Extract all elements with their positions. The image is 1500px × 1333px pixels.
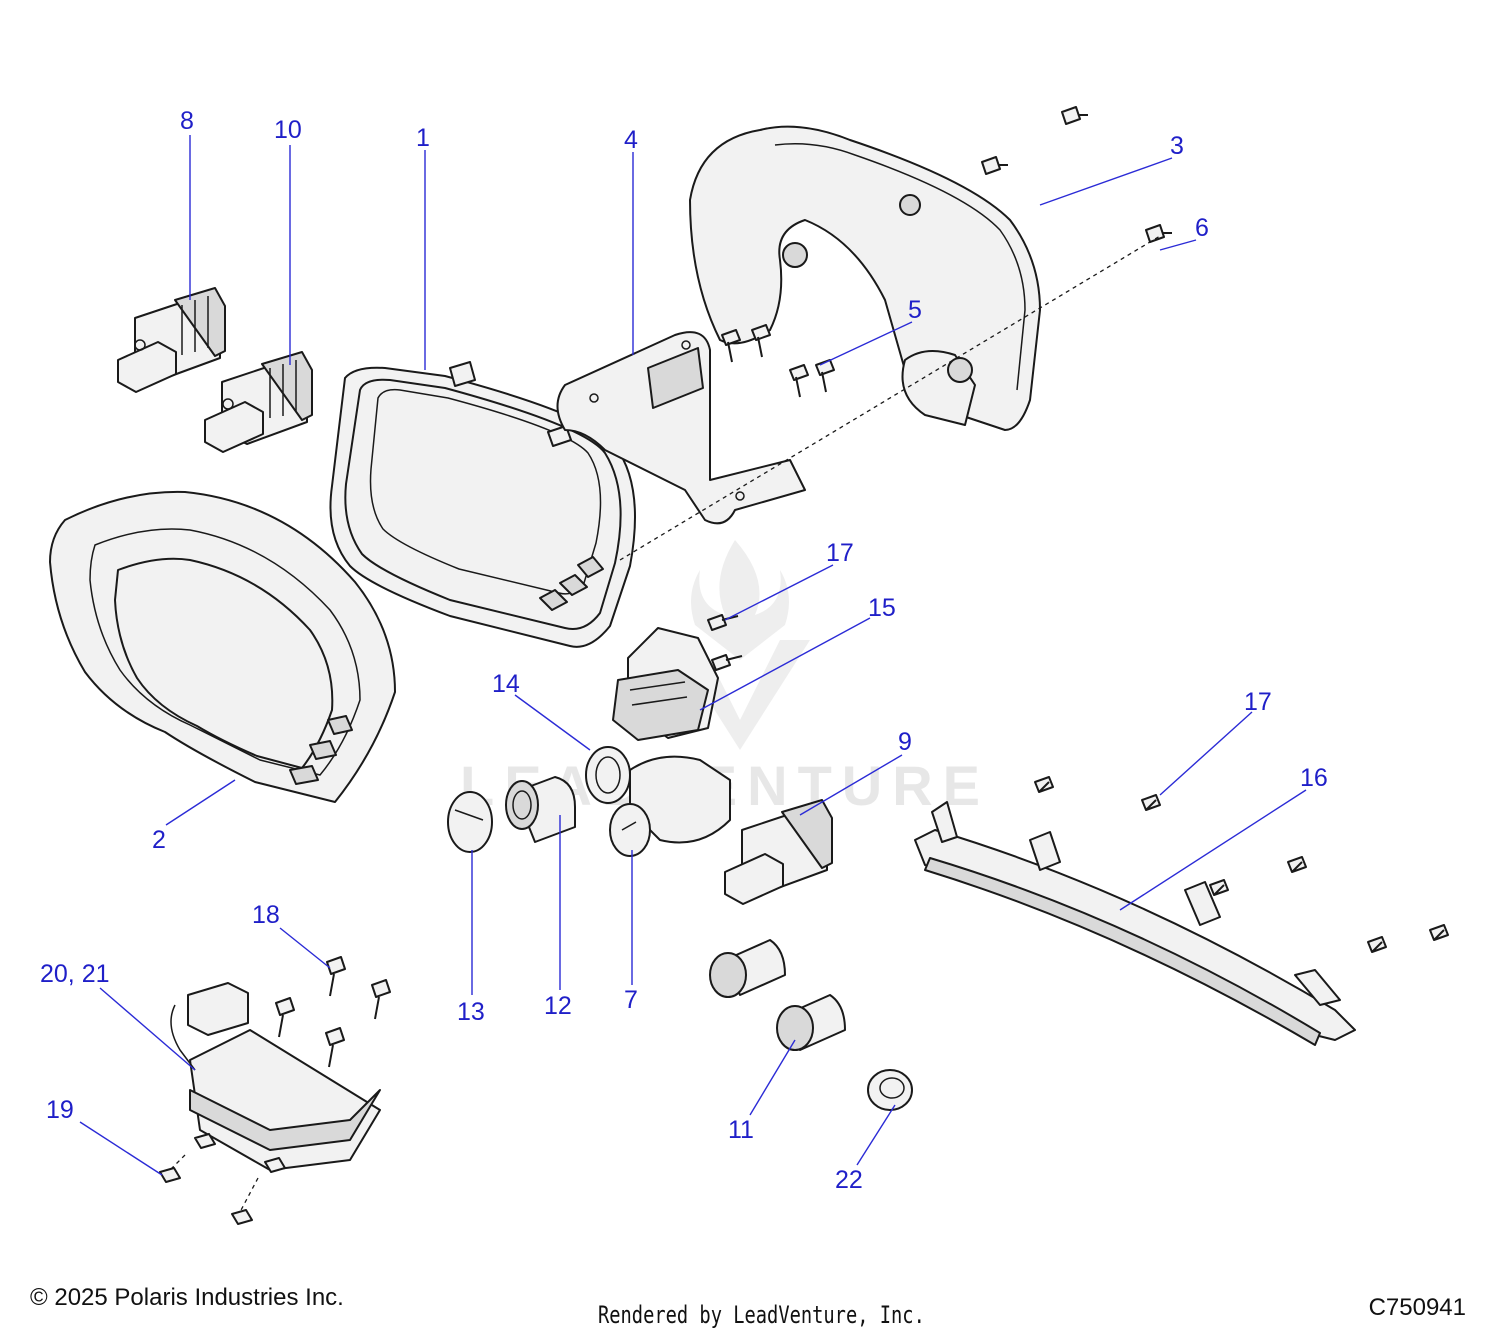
part-4-bracket xyxy=(556,331,806,525)
callout-4: 4 xyxy=(624,126,638,154)
part-12-socket xyxy=(505,776,576,843)
part-13-cap xyxy=(447,791,493,853)
callout-8: 8 xyxy=(180,107,194,135)
callout-14: 14 xyxy=(492,670,520,698)
callout-16: 16 xyxy=(1300,764,1328,792)
callout-labels: 8 10 1 4 3 6 5 2 17 15 14 9 17 16 13 12 … xyxy=(40,107,1328,1194)
part-22-plug xyxy=(867,1069,913,1111)
assembly-axis-line xyxy=(619,235,1161,561)
callout-13: 13 xyxy=(457,998,485,1026)
callout-3: 3 xyxy=(1170,132,1184,160)
part-5-screws xyxy=(721,324,835,398)
callout-2: 2 xyxy=(152,826,166,854)
part-7-ignition-switch xyxy=(609,755,731,857)
part-11-sockets xyxy=(709,939,846,1051)
callout-19: 19 xyxy=(46,1096,74,1124)
callout-17-upper: 17 xyxy=(826,539,854,567)
callout-1: 1 xyxy=(416,124,430,152)
part-9-switch xyxy=(724,799,833,905)
part-10-switch xyxy=(204,351,313,453)
callout-18: 18 xyxy=(252,901,280,929)
part-2-bezel xyxy=(49,490,396,803)
callout-5: 5 xyxy=(908,296,922,324)
part-15-housing xyxy=(612,627,719,741)
callout-15: 15 xyxy=(868,594,896,622)
rendered-by-text: Rendered by LeadVenture, Inc. xyxy=(598,1301,925,1329)
part-1-instrument-cluster xyxy=(329,361,636,648)
callout-12: 12 xyxy=(544,992,572,1020)
callout-leaders xyxy=(79,135,1307,1176)
part-14-nut xyxy=(585,746,631,804)
callout-20-21: 20, 21 xyxy=(40,960,110,988)
diagram-code: C750941 xyxy=(1368,1294,1466,1321)
callout-10: 10 xyxy=(274,116,302,144)
callout-9: 9 xyxy=(898,728,912,756)
part-16-light-bar xyxy=(914,801,1356,1046)
part-17-screws-right xyxy=(1034,776,1449,953)
part-20-21-module xyxy=(170,982,381,1171)
part-8-switch xyxy=(117,287,226,393)
callout-7: 7 xyxy=(624,986,638,1014)
callout-11: 11 xyxy=(728,1116,754,1144)
part-18-screws xyxy=(275,956,391,1068)
part-19-nuts xyxy=(159,1133,286,1225)
callout-6: 6 xyxy=(1195,214,1209,242)
part-3-rear-housing xyxy=(689,125,1041,431)
callout-17-right: 17 xyxy=(1244,688,1272,716)
part-6-screws xyxy=(981,106,1172,243)
callout-22: 22 xyxy=(835,1166,863,1194)
copyright-text: © 2025 Polaris Industries Inc. xyxy=(30,1284,344,1311)
